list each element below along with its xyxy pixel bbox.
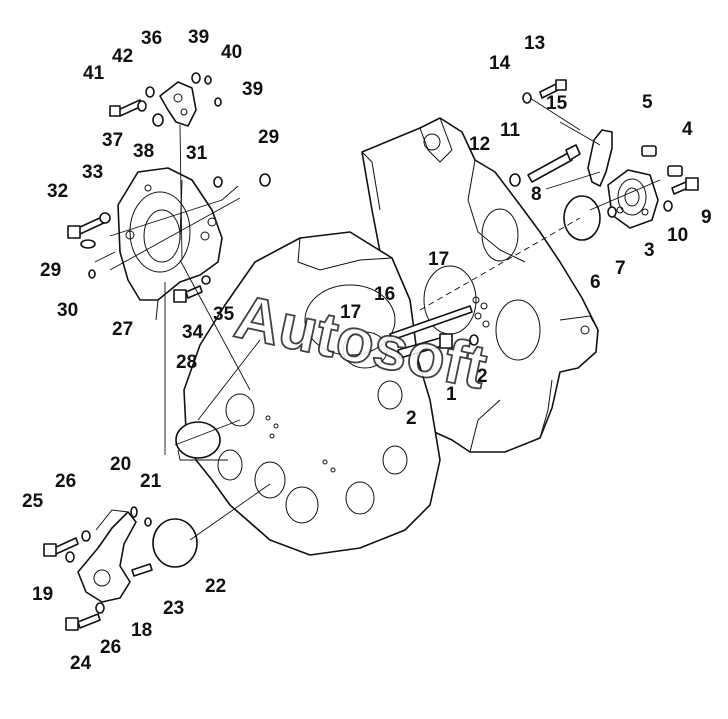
callout-9: 9 bbox=[701, 207, 712, 228]
callout-33: 33 bbox=[82, 162, 103, 183]
callout-17b: 17 bbox=[340, 302, 361, 323]
bolt-part-41 bbox=[109, 99, 143, 117]
cover-plate-part-27 bbox=[117, 167, 223, 321]
callout-42: 42 bbox=[112, 46, 133, 67]
bolt-part-32 bbox=[67, 215, 107, 239]
callout-15: 15 bbox=[546, 93, 568, 114]
callout-29b: 29 bbox=[40, 260, 61, 281]
callout-8: 8 bbox=[531, 184, 542, 205]
callout-4: 4 bbox=[682, 119, 693, 140]
callout-38: 38 bbox=[133, 141, 154, 162]
callout-2b: 2 bbox=[477, 366, 488, 387]
callout-39a: 39 bbox=[188, 27, 209, 48]
bolt-part-11 bbox=[527, 144, 581, 183]
callout-31: 31 bbox=[186, 143, 208, 164]
callout-10: 10 bbox=[667, 225, 688, 246]
callout-24: 24 bbox=[70, 653, 92, 674]
gasket-part-6 bbox=[563, 195, 601, 241]
callout-2a: 2 bbox=[406, 408, 417, 429]
alignment-lines bbox=[94, 97, 661, 541]
bolt-part-25 bbox=[43, 537, 79, 557]
callout-13: 13 bbox=[524, 33, 545, 54]
callout-39b: 39 bbox=[242, 79, 263, 100]
callout-30: 30 bbox=[57, 300, 78, 321]
callout-17a: 17 bbox=[428, 249, 449, 270]
callout-29a: 29 bbox=[258, 127, 279, 148]
bolt-part-1 bbox=[397, 333, 453, 359]
callout-7: 7 bbox=[615, 258, 626, 279]
callout-19: 19 bbox=[32, 584, 53, 605]
gasket-part-28 bbox=[175, 421, 221, 459]
lever-part-18 bbox=[77, 509, 137, 603]
callout-41: 41 bbox=[83, 63, 105, 84]
bracket-part-36 bbox=[159, 81, 197, 127]
bolt-part-24 bbox=[65, 613, 101, 631]
callout-28: 28 bbox=[176, 352, 197, 373]
callout-12: 12 bbox=[469, 134, 490, 155]
callout-26b: 26 bbox=[100, 637, 121, 658]
callout-1: 1 bbox=[446, 384, 457, 405]
dowel-part-23 bbox=[131, 563, 153, 577]
callout-22: 22 bbox=[205, 576, 226, 597]
pump-unit-part-3 bbox=[607, 169, 659, 229]
front-housing bbox=[183, 231, 490, 556]
gasket-part-22 bbox=[152, 518, 198, 568]
callout-27: 27 bbox=[112, 319, 133, 340]
callout-11: 11 bbox=[500, 120, 521, 141]
callout-35: 35 bbox=[213, 304, 235, 325]
callout-25: 25 bbox=[22, 491, 44, 512]
callout-23: 23 bbox=[163, 598, 184, 619]
callout-14: 14 bbox=[489, 53, 511, 74]
callout-3: 3 bbox=[644, 240, 655, 261]
callout-5: 5 bbox=[642, 92, 653, 113]
callout-36: 36 bbox=[141, 28, 162, 49]
callout-16: 16 bbox=[374, 284, 395, 305]
bolt-part-9 bbox=[671, 177, 699, 195]
callout-26a: 26 bbox=[55, 471, 76, 492]
callout-6: 6 bbox=[590, 272, 601, 293]
callout-20: 20 bbox=[110, 454, 131, 475]
lever-part-15 bbox=[587, 129, 613, 187]
callout-21: 21 bbox=[140, 471, 162, 492]
small-rings bbox=[65, 72, 673, 614]
bolt-part-13 bbox=[539, 79, 567, 99]
callout-labels: 1 2 2 3 4 5 6 7 8 9 10 11 12 13 14 15 16… bbox=[22, 27, 712, 674]
callout-40: 40 bbox=[221, 42, 242, 63]
callout-37: 37 bbox=[102, 130, 123, 151]
plug-part-4 bbox=[667, 165, 683, 177]
callout-34: 34 bbox=[182, 322, 204, 343]
callout-18: 18 bbox=[131, 620, 152, 641]
stud-part-17 bbox=[389, 305, 473, 341]
callout-32: 32 bbox=[47, 181, 68, 202]
plug-part-5 bbox=[641, 145, 657, 157]
